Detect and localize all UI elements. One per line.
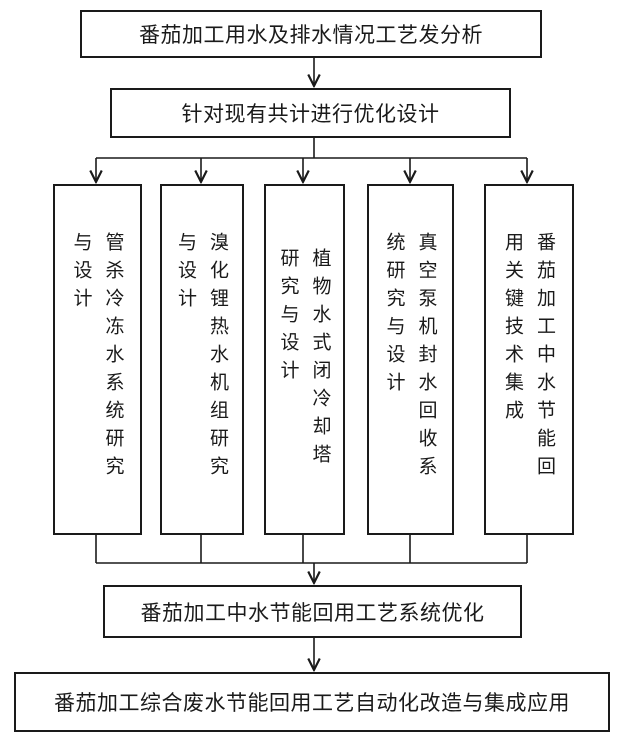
branch-label-3: 植物水式闭冷却塔研究与设计: [277, 247, 332, 472]
branch-label-5: 番茄加工中水节能回用关键技术集成: [502, 231, 556, 484]
branch-box-4: 真空泵机封水回收系统研究与设计: [367, 184, 454, 535]
branch-box-3: 植物水式闭冷却塔研究与设计: [264, 184, 345, 535]
merge-optimization-label: 番茄加工中水节能回用工艺系统优化: [140, 600, 485, 625]
optimization-design-label: 针对现有共计进行优化设计: [181, 102, 440, 126]
final-application-box: 番茄加工综合废水节能回用工艺自动化改造与集成应用: [14, 672, 610, 732]
branch-label-4: 真空泵机封水回收系统研究与设计: [383, 231, 438, 484]
merge-optimization-box: 番茄加工中水节能回用工艺系统优化: [103, 585, 522, 638]
branch-box-2: 溴化锂热水机组研究与设计: [160, 184, 244, 535]
top-process-label: 番茄加工用水及排水情况工艺发分析: [139, 23, 483, 47]
branch-label-2: 溴化锂热水机组研究与设计: [175, 231, 229, 484]
branch-box-5: 番茄加工中水节能回用关键技术集成: [484, 184, 574, 535]
top-process-box: 番茄加工用水及排水情况工艺发分析: [80, 10, 542, 58]
branch-box-1: 管杀冷冻水系统研究与设计: [53, 184, 142, 535]
final-application-label: 番茄加工综合废水节能回用工艺自动化改造与集成应用: [54, 691, 570, 715]
optimization-design-box: 针对现有共计进行优化设计: [110, 88, 511, 138]
branch-label-1: 管杀冷冻水系统研究与设计: [70, 231, 125, 484]
